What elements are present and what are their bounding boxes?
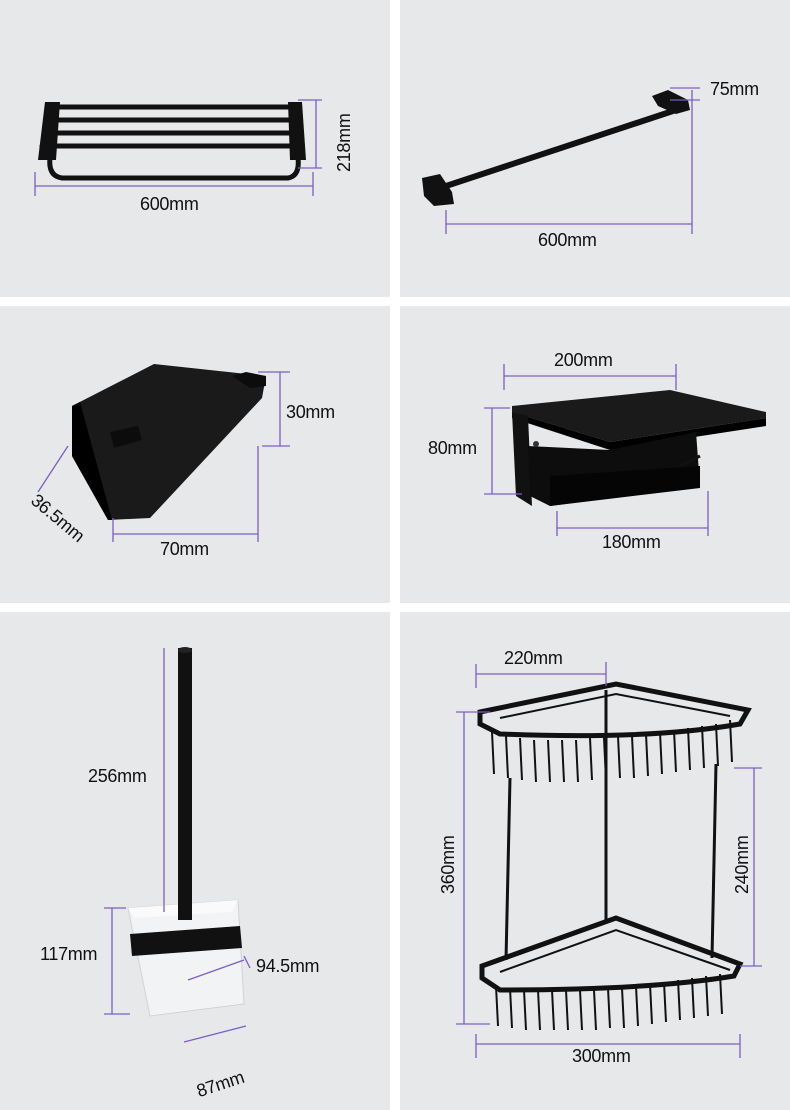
paper-holder-top-width-label: 200mm	[554, 350, 613, 370]
towel-bar-depth-label: 75mm	[710, 79, 759, 99]
corner-basket-top-width-label: 220mm	[504, 648, 563, 668]
toilet-brush-illustration	[104, 647, 251, 1043]
towel-shelf-illustration	[34, 99, 322, 196]
robe-hook-width-label: 70mm	[160, 539, 209, 559]
corner-basket-illustration	[456, 662, 762, 1058]
panel-robe-hook: 30mm 70mm 36.5mm	[0, 306, 390, 603]
towel-shelf-width-label: 600mm	[140, 194, 199, 214]
robe-hook-illustration	[37, 364, 290, 542]
panel-corner-basket: 220mm 360mm 240mm 300mm	[400, 612, 790, 1110]
panel-paper-holder: 200mm 80mm 180mm	[400, 306, 790, 603]
corner-basket-bottom-width-label: 300mm	[572, 1046, 631, 1066]
paper-holder-illustration	[484, 364, 766, 536]
towel-bar-illustration	[422, 87, 700, 234]
toilet-brush-cup-height-label: 117mm	[40, 944, 98, 964]
towel-shelf-height-label: 218mm	[334, 113, 354, 172]
corner-basket-tier-gap-label: 240mm	[732, 835, 752, 894]
robe-hook-height-label: 30mm	[286, 402, 335, 422]
paper-holder-height-label: 80mm	[428, 438, 477, 458]
panel-towel-shelf: 600mm 218mm	[0, 0, 390, 297]
toilet-brush-height-label: 256mm	[88, 766, 147, 786]
towel-bar-width-label: 600mm	[538, 230, 597, 250]
paper-holder-bottom-width-label: 180mm	[602, 532, 661, 552]
panel-toilet-brush: 256mm 117mm 94.5mm 87mm	[0, 612, 390, 1110]
panel-towel-bar: 75mm 600mm	[400, 0, 790, 297]
toilet-brush-cup-width-label: 94.5mm	[256, 956, 320, 976]
corner-basket-total-height-label: 360mm	[438, 835, 458, 894]
